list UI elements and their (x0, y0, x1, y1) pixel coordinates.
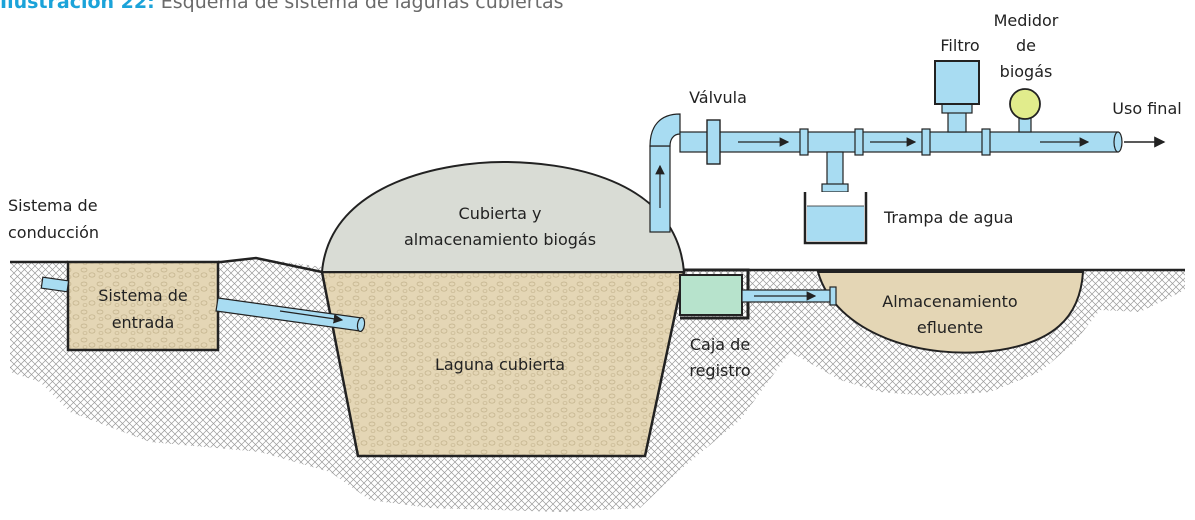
pipe-joint-4 (981, 128, 991, 156)
label-conduction-system-line1: Sistema de (8, 196, 98, 215)
label-register-box-line2: registro (689, 361, 750, 380)
label-entry-system-line1: Sistema de (98, 286, 188, 305)
effluent-storage (816, 271, 1085, 354)
label-meter-line2: de (1016, 36, 1036, 55)
register-box (679, 274, 743, 316)
inlet-pit (66, 260, 220, 352)
label-conduction-system-line2: conducción (8, 223, 99, 242)
figure-title-text: Esquema de sistema de lagunas cubiertas (154, 0, 564, 13)
inlet-pipe-end (356, 316, 366, 333)
label-effluent-line2: efluente (917, 318, 983, 337)
meter-stem (1018, 117, 1032, 133)
inlet-flow-arrow (279, 310, 344, 324)
label-effluent-line1: Almacenamiento (882, 292, 1017, 311)
label-filter: Filtro (940, 36, 979, 55)
pipe-joint-1 (799, 128, 809, 156)
filter-connector (947, 111, 967, 133)
label-entry-system-line2: entrada (112, 313, 175, 332)
label-final-use: Uso final (1112, 99, 1181, 118)
water-trap-cap (821, 183, 849, 193)
filter-body (934, 60, 980, 105)
ground-surface-line (10, 256, 323, 274)
gas-pipe-elbow (649, 113, 681, 147)
label-register-box-line1: Caja de (690, 335, 750, 354)
pipe-joint-3 (921, 128, 931, 156)
figure-title-prefix: Ilustración 22: (0, 0, 155, 13)
label-water-trap: Trampa de agua (883, 208, 1013, 227)
label-cover-line1: Cubierta y (459, 204, 542, 223)
label-covered-lagoon: Laguna cubierta (435, 355, 565, 374)
conduction-pipe (40, 276, 70, 293)
label-valve: Válvula (689, 88, 747, 107)
label-cover-line2: almacenamiento biogás (404, 230, 596, 249)
water-trap-drop-pipe (826, 151, 844, 189)
effluent-pipe-flange (829, 286, 837, 306)
pipe-joint-2 (854, 128, 864, 156)
water-trap-water (807, 206, 864, 241)
biogas-meter (1009, 88, 1041, 120)
label-meter-line3: biogás (1000, 62, 1053, 81)
figure-title: Ilustración 22: Esquema de sistema de la… (0, 0, 564, 13)
label-meter-line1: Medidor (994, 11, 1059, 30)
valve-body (706, 119, 721, 165)
gas-pipe-outlet (1113, 131, 1123, 153)
